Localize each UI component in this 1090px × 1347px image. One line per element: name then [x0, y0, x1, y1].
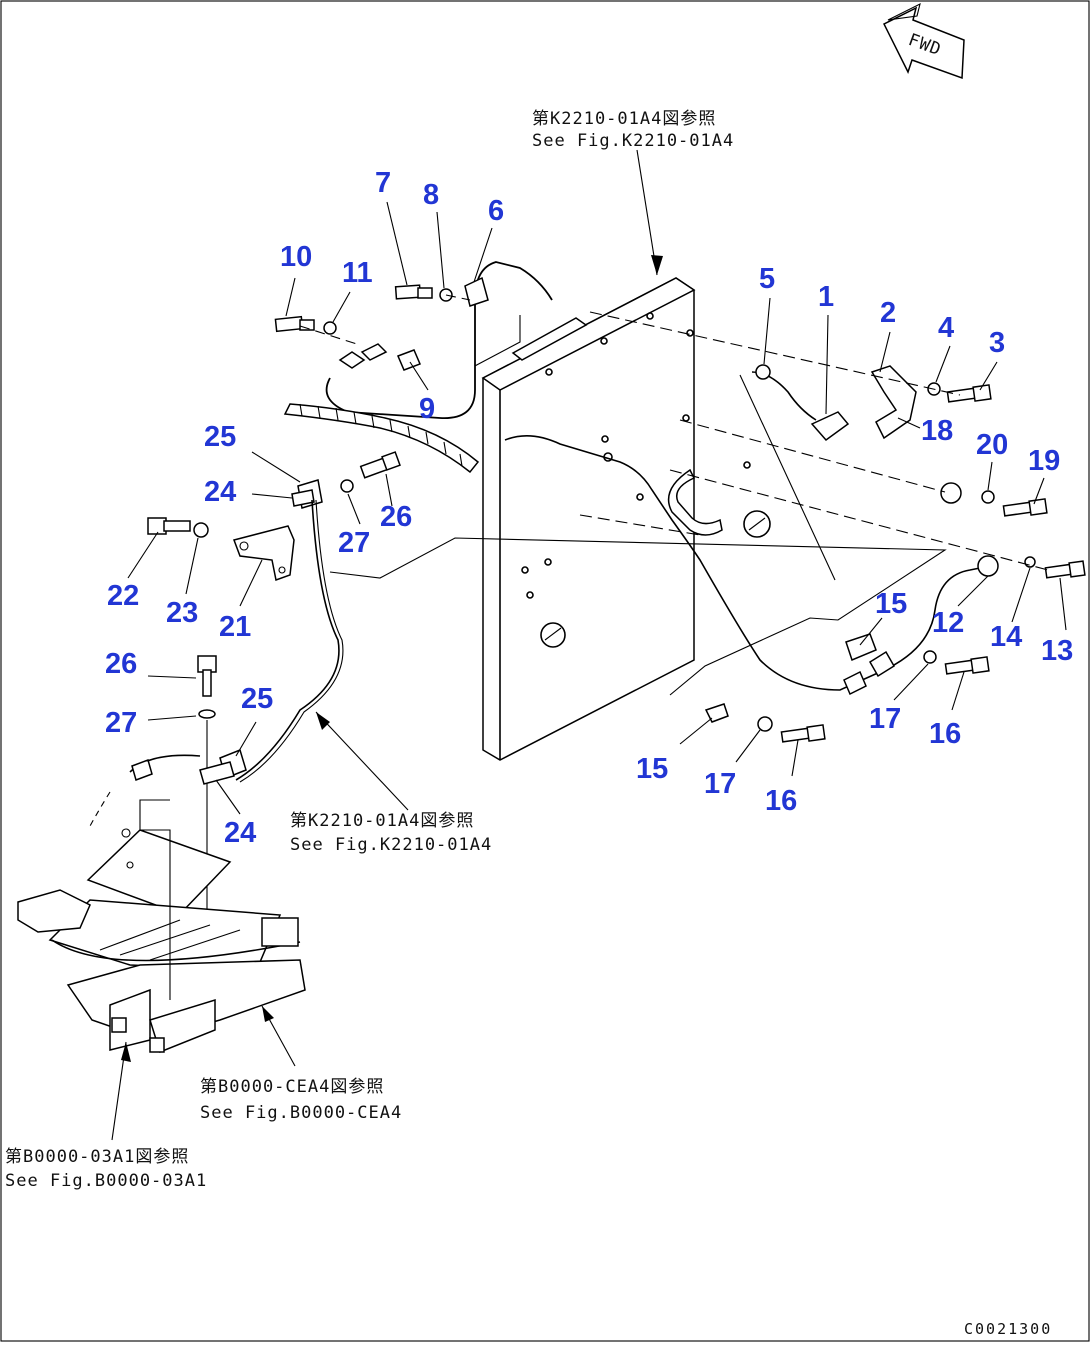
callout-25-upper: 25	[204, 421, 236, 453]
callout-27-upper: 27	[338, 527, 370, 559]
callout-24-upper: 24	[204, 476, 236, 508]
horn-12	[977, 555, 999, 577]
svg-text:See Fig.B0000-03A1: See Fig.B0000-03A1	[5, 1171, 207, 1191]
bolt-19	[1002, 498, 1048, 517]
clip-18	[940, 482, 962, 504]
bolt-3	[946, 384, 992, 403]
callout-19: 19	[1028, 445, 1060, 477]
bolt-13	[1044, 560, 1086, 579]
svg-text:第K2210-01A4図参照: 第K2210-01A4図参照	[532, 109, 716, 129]
callout-23: 23	[166, 597, 198, 629]
bolt-26-upper	[359, 451, 401, 479]
bolt-26-lower	[197, 655, 217, 697]
callout-10: 10	[280, 241, 312, 273]
callout-3: 3	[989, 327, 1005, 359]
svg-text:See Fig.B0000-CEA4: See Fig.B0000-CEA4	[200, 1103, 402, 1123]
callout-18: 18	[921, 415, 953, 447]
callout-2: 2	[880, 297, 896, 329]
callout-13: 13	[1041, 635, 1073, 667]
svg-text:See Fig.K2210-01A4: See Fig.K2210-01A4	[290, 835, 492, 855]
washer-27-upper	[340, 479, 354, 493]
bracket-21	[233, 525, 295, 581]
ref-k2210-mid: 第K2210-01A4図参照 See Fig.K2210-01A4	[290, 811, 492, 855]
callout-25-lower: 25	[241, 683, 273, 715]
main-panel	[481, 277, 771, 761]
washer-20	[981, 490, 995, 504]
callout-1: 1	[818, 281, 834, 313]
fwd-arrow-icon: FWD	[882, 2, 965, 80]
plate-24-upper	[291, 489, 315, 507]
washer-17-right	[923, 650, 937, 664]
callouts: 7 8 6 10 11 5 1 2 4 3 9 18 20 19 25 24 2…	[105, 167, 1073, 849]
callout-22: 22	[107, 580, 139, 612]
base-frame	[17, 799, 306, 1053]
callout-14: 14	[990, 621, 1022, 653]
callout-6: 6	[488, 195, 504, 227]
ref-k2210-top: 第K2210-01A4図参照 See Fig.K2210-01A4	[532, 109, 734, 151]
callout-21: 21	[219, 611, 251, 643]
washer-23	[193, 522, 209, 538]
callout-26-upper: 26	[380, 501, 412, 533]
washer-14	[1024, 556, 1036, 568]
bolt-7	[394, 284, 433, 300]
callout-17-right: 17	[869, 703, 901, 735]
callout-12: 12	[932, 607, 964, 639]
washer-27-lower	[198, 709, 216, 719]
bolt-10	[274, 315, 315, 333]
callout-4: 4	[938, 312, 954, 344]
connector-1	[751, 371, 850, 442]
svg-text:第B0000-CEA4図参照: 第B0000-CEA4図参照	[200, 1077, 384, 1097]
callout-7: 7	[375, 167, 391, 199]
callout-16-right: 16	[929, 718, 961, 750]
svg-text:第B0000-03A1図参照: 第B0000-03A1図参照	[5, 1147, 189, 1167]
callout-24-lower: 24	[224, 817, 256, 849]
bolt-16-right	[944, 656, 990, 675]
clip-9	[397, 349, 421, 371]
callout-5: 5	[759, 263, 775, 295]
drawing-code: C0021300	[964, 1320, 1052, 1338]
callout-15-lower: 15	[636, 753, 668, 785]
arrowhead	[316, 712, 330, 730]
clip-15-right	[845, 633, 877, 662]
washer-17-lower	[757, 716, 773, 732]
callout-26-lower: 26	[105, 648, 137, 680]
bolt-16-lower	[780, 724, 826, 743]
svg-text:第K2210-01A4図参照: 第K2210-01A4図参照	[290, 811, 474, 831]
clip-15-lower	[704, 703, 729, 723]
svg-text:See Fig.K2210-01A4: See Fig.K2210-01A4	[532, 131, 734, 151]
plate-24-lower	[199, 761, 235, 785]
ref-b0000-03a1: 第B0000-03A1図参照 See Fig.B0000-03A1	[5, 1147, 207, 1191]
grommet-5	[755, 364, 771, 380]
arrowhead	[121, 1042, 131, 1062]
callout-15-right: 15	[875, 588, 907, 620]
arrowhead	[651, 255, 663, 275]
callout-16-lower: 16	[765, 785, 797, 817]
callout-20: 20	[976, 429, 1008, 461]
callout-17-lower: 17	[704, 768, 736, 800]
harness-upper	[283, 261, 553, 474]
ref-b0000-cea4: 第B0000-CEA4図参照 See Fig.B0000-CEA4	[200, 1077, 402, 1123]
arrowhead	[262, 1006, 274, 1022]
callout-27-lower: 27	[105, 707, 137, 739]
callout-11: 11	[342, 257, 373, 289]
callout-8: 8	[423, 179, 439, 211]
callout-9: 9	[419, 393, 435, 425]
bracket-2	[870, 365, 917, 440]
bolt-22	[147, 517, 191, 535]
washer-11	[323, 321, 337, 335]
